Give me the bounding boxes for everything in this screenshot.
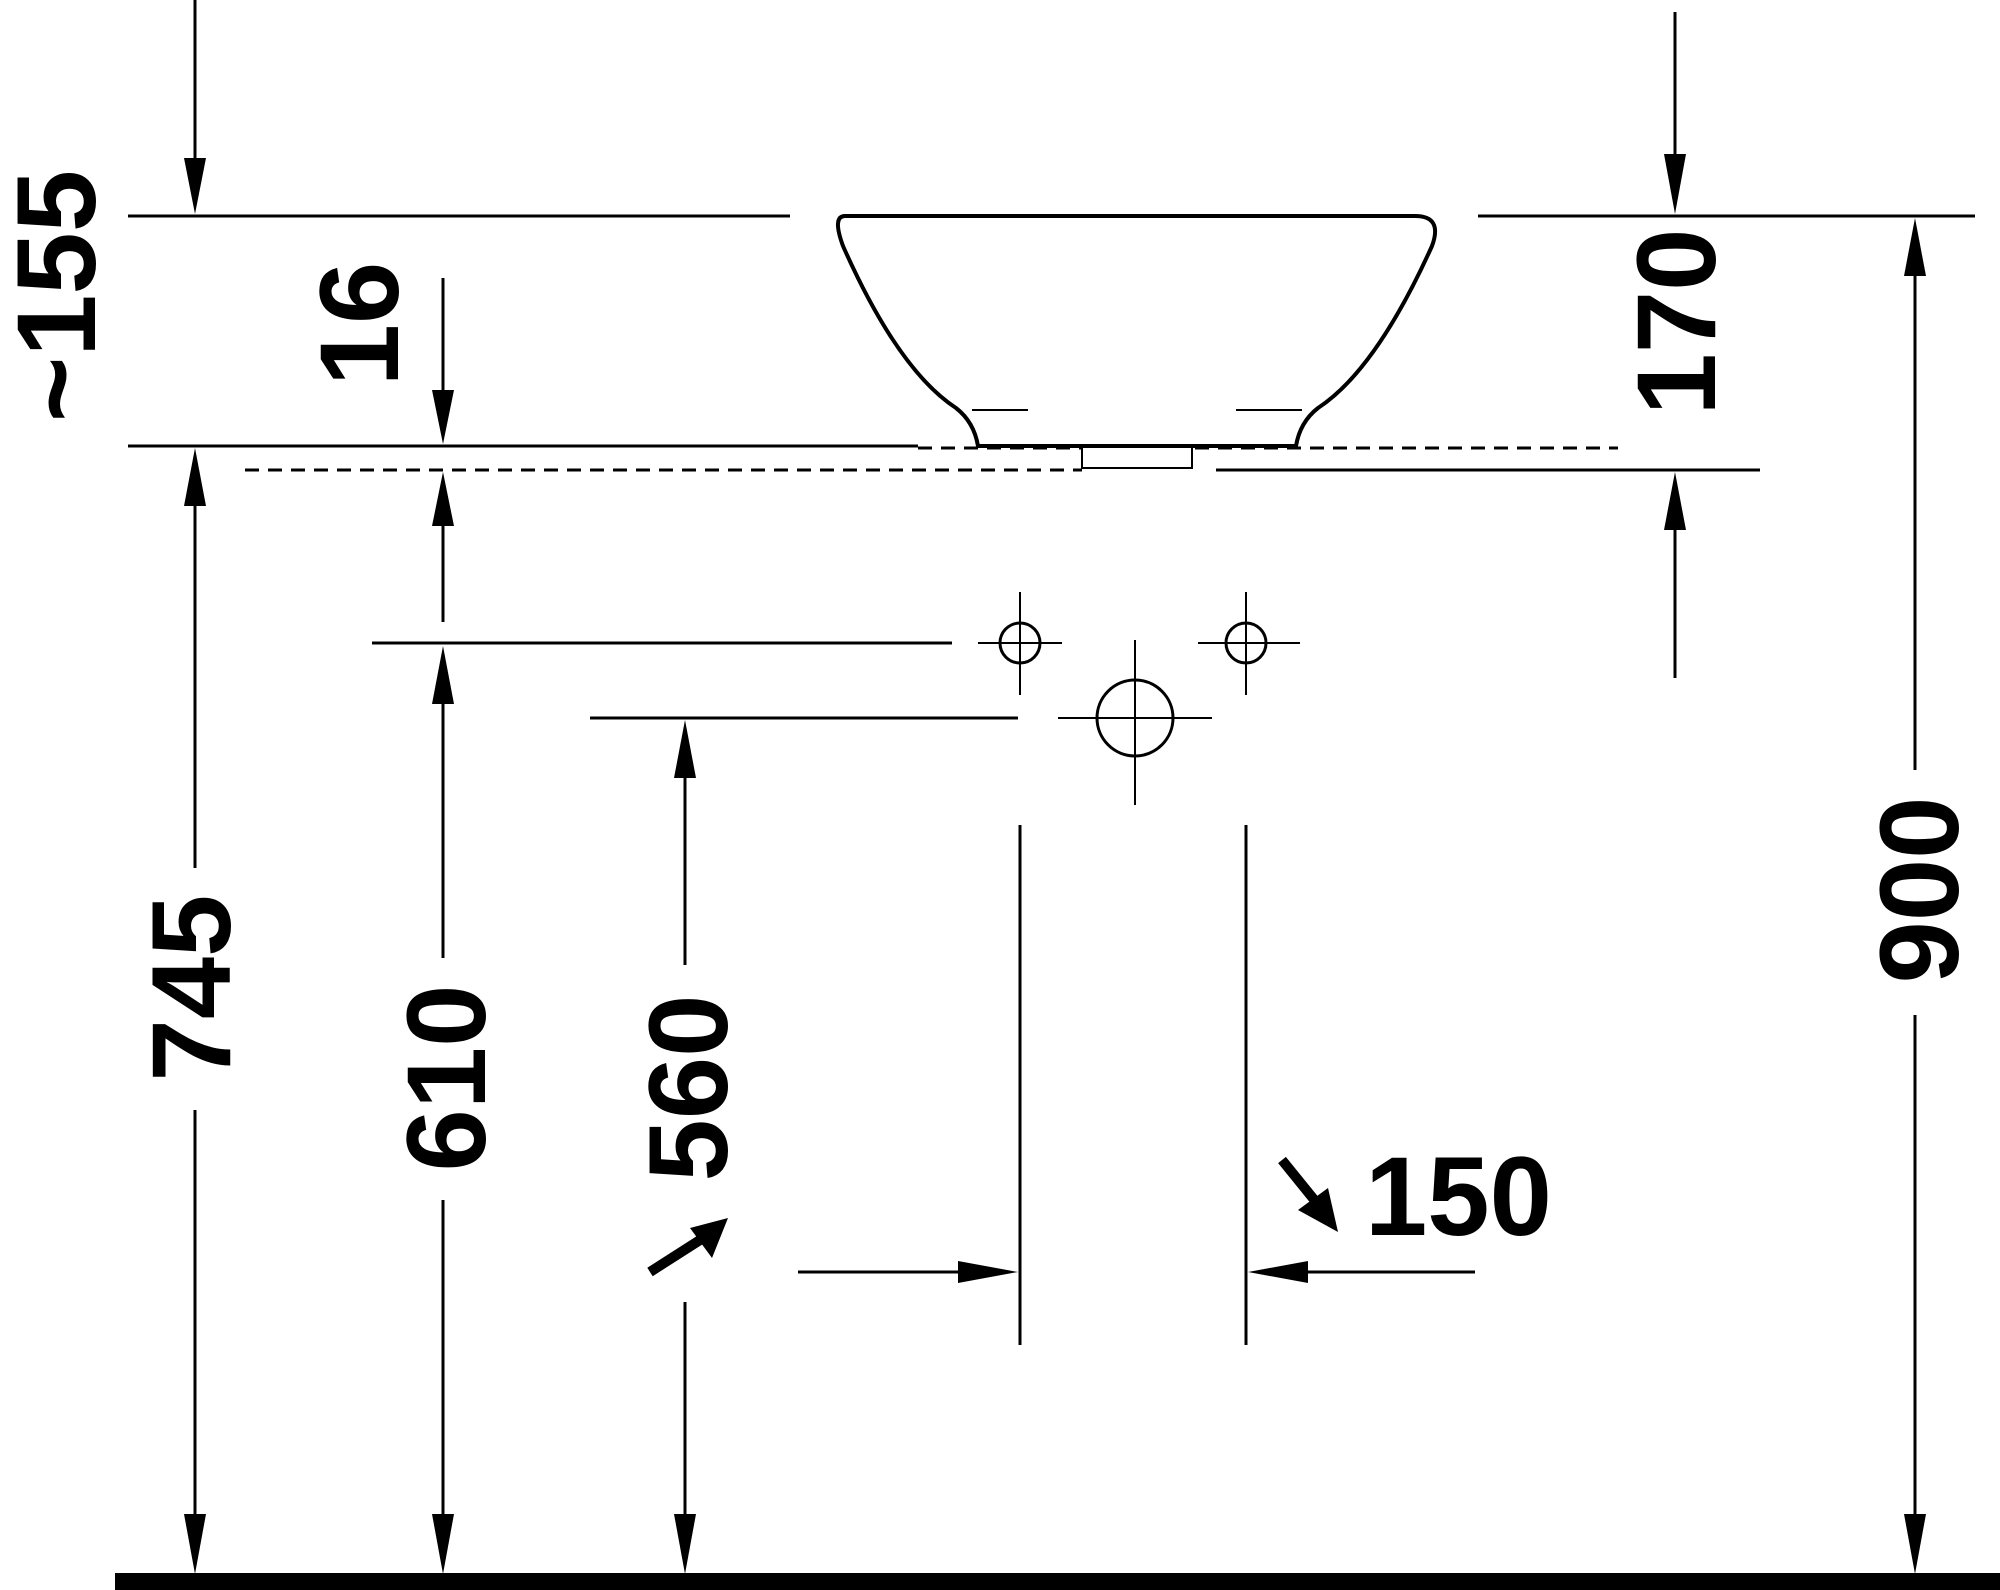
dimension-16: 16	[297, 262, 454, 622]
diagonal-arrow-icon	[647, 1218, 728, 1277]
dimension-170: 170	[1614, 12, 1739, 678]
dimension-900: 900	[1857, 218, 1982, 1574]
cold-supply-symbol	[1198, 592, 1300, 695]
waste-outlet-symbol	[1058, 640, 1212, 805]
dimension-170-label: 170	[1614, 229, 1739, 416]
dimension-560-label: 560	[626, 995, 751, 1182]
extension-lines	[1018, 825, 1248, 1345]
dimension-16-label: 16	[297, 262, 422, 387]
dimension-610: 610	[384, 646, 509, 1574]
dimension-560: 560	[626, 720, 751, 1574]
dimension-610-label: 610	[384, 985, 509, 1172]
dimension-745: 745	[129, 448, 254, 1574]
hot-supply-symbol	[978, 592, 1062, 695]
reference-lines	[115, 214, 2000, 1590]
basin-outline	[836, 214, 1438, 469]
drain-outlet	[1081, 445, 1193, 469]
dimension-155: ~155	[0, 0, 206, 422]
dimension-150-label: 150	[1365, 1134, 1552, 1259]
dimension-900-label: 900	[1857, 797, 1982, 984]
dimension-745-label: 745	[129, 895, 254, 1082]
connection-points	[978, 592, 1300, 805]
dimension-155-label: ~155	[0, 170, 119, 422]
dimension-150: 150	[798, 1134, 1552, 1283]
diagonal-arrow-icon	[1278, 1156, 1338, 1232]
